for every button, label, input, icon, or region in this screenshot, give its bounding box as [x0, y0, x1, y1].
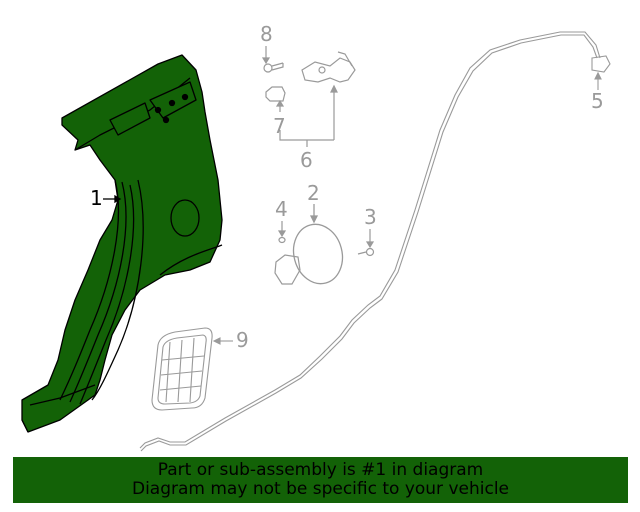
info-banner: Part or sub-assembly is #1 in diagram Di…: [13, 457, 628, 503]
callout-label-4[interactable]: 4: [275, 197, 288, 221]
callout-label-8[interactable]: 8: [260, 22, 273, 46]
banner-line-part-info: Part or sub-assembly is #1 in diagram: [157, 460, 484, 480]
bumper-part-4[interactable]: [274, 221, 301, 285]
quarter-panel-part[interactable]: [21, 54, 223, 433]
release-cable[interactable]: [139, 31, 611, 452]
banner-line-disclaimer: Diagram may not be specific to your vehi…: [131, 479, 509, 499]
callout-label-2[interactable]: 2: [307, 181, 320, 205]
callout-label-1[interactable]: 1: [90, 186, 103, 210]
fuel-door-part-2[interactable]: [287, 204, 349, 289]
callout-label-7[interactable]: 7: [273, 114, 286, 138]
cap-part-7[interactable]: [265, 86, 286, 112]
parts-diagram: 1 2 3 4 5 6 7 8 9: [21, 22, 611, 452]
callout-label-9[interactable]: 9: [236, 328, 249, 352]
callout-label-3[interactable]: 3: [364, 205, 377, 229]
vent-part-9[interactable]: [151, 327, 233, 411]
callout-label-5[interactable]: 5: [591, 89, 604, 113]
callout-1-arrow: [103, 194, 122, 204]
bolt-part-8[interactable]: [261, 46, 284, 73]
callout-label-6[interactable]: 6: [300, 148, 313, 172]
actuator-part-6[interactable]: [279, 51, 356, 147]
screw-part-3[interactable]: [357, 229, 375, 257]
